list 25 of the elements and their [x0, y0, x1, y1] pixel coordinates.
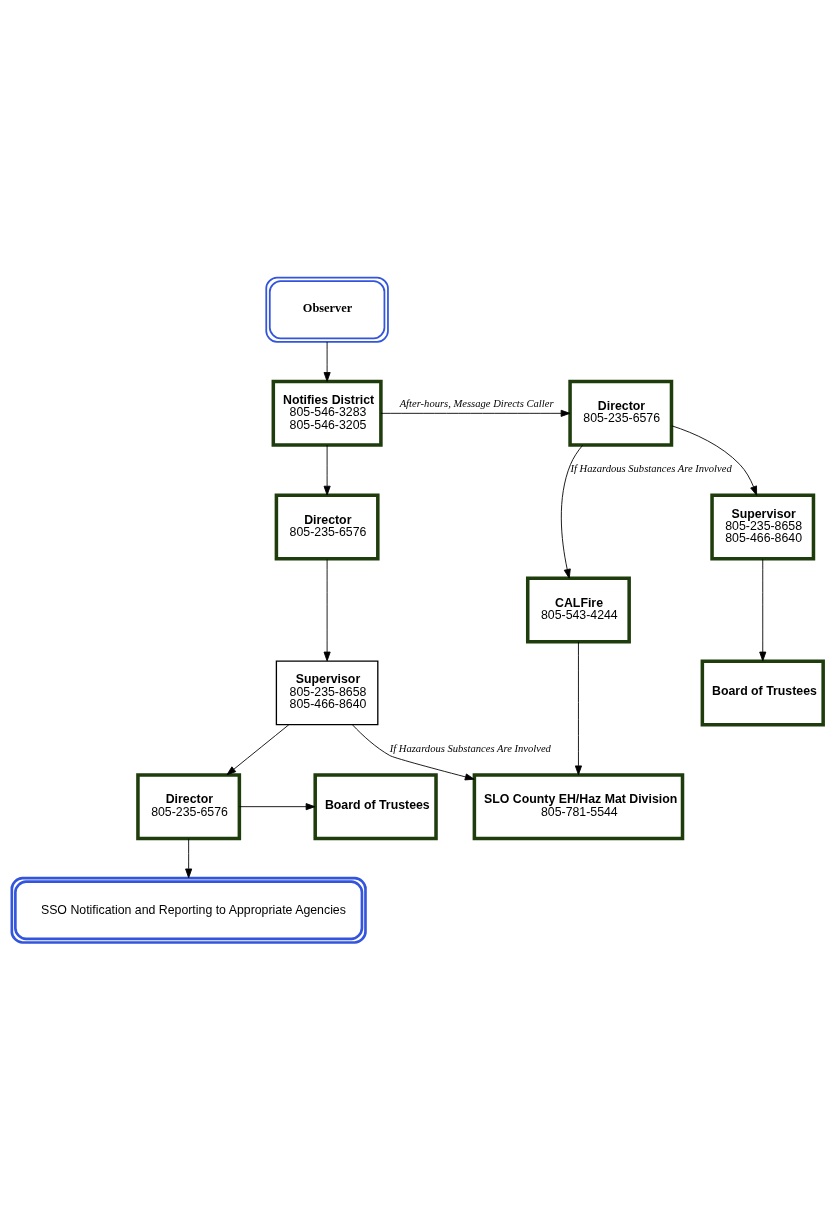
arrow: [323, 558, 331, 661]
node-box: CALFire 805-543-4244: [525, 576, 631, 643]
arrow: [574, 640, 582, 775]
arrow: [226, 723, 290, 775]
arrow: [380, 409, 571, 417]
arrow: [671, 424, 758, 496]
arrow: [323, 444, 331, 495]
arrow: [560, 444, 584, 579]
node-box: Board of Trustees: [700, 658, 825, 726]
node-box: Supervisor 805-235-8658 805-466-8640: [710, 493, 816, 561]
node-box: Director 805-235-6576: [274, 493, 380, 561]
node-box: Director 805-235-6576: [136, 772, 242, 840]
arrow: [185, 837, 193, 878]
node-box: Supervisor 805-235-8658 805-466-8640: [275, 660, 379, 725]
edge-label: If Hazardous Substances Are Involved: [570, 462, 732, 474]
arrow: [759, 558, 767, 661]
arrow: [352, 723, 475, 780]
arrow: [323, 341, 331, 382]
node-box: Director 805-235-6576: [568, 379, 674, 447]
node-box: Notifies District 805-546-3283 805-546-3205: [271, 379, 383, 447]
edge-label: If Hazardous Substances Are Involved: [389, 742, 551, 754]
edge-label: After-hours, Message Directs Caller: [399, 397, 554, 409]
node-box: SLO County EH/Haz Mat Division 805-781-5544: [472, 772, 685, 840]
arrow: [238, 802, 316, 810]
node-box: Board of Trustees: [313, 772, 438, 840]
